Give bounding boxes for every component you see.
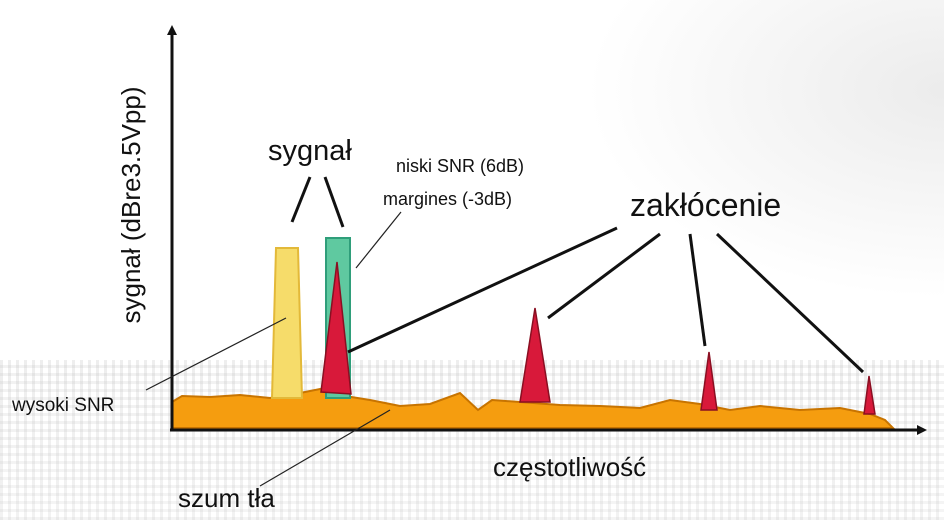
signal-leader-left bbox=[290, 176, 312, 223]
signal-leader-right bbox=[323, 176, 345, 228]
y-axis-label: sygnał (dBre3.5Vpp) bbox=[116, 86, 146, 323]
high-snr-leader bbox=[145, 317, 287, 391]
interference-leader-2 bbox=[547, 232, 661, 320]
interference-leader-1 bbox=[347, 226, 618, 354]
interference-label: zakłócenie bbox=[630, 187, 781, 223]
noise-floor-label: szum tła bbox=[178, 483, 275, 513]
x-axis-label: częstotliwość bbox=[493, 452, 646, 482]
low-snr-leader bbox=[355, 211, 402, 269]
high-snr-label: wysoki SNR bbox=[11, 395, 114, 416]
noise-floor-leader bbox=[259, 409, 391, 487]
interference-leader-4 bbox=[715, 232, 865, 374]
background-pattern bbox=[0, 360, 944, 520]
high-snr-signal-bar bbox=[270, 247, 304, 399]
low-snr-label-line1: niski SNR (6dB) bbox=[396, 156, 524, 176]
interference-spike-3 bbox=[700, 351, 718, 411]
background-glow bbox=[584, 0, 944, 300]
interference-spike-2 bbox=[519, 307, 551, 403]
interference-leader-3 bbox=[688, 233, 707, 347]
interference-spike-1 bbox=[320, 261, 352, 395]
noise-floor-area bbox=[171, 386, 896, 429]
signal-label: sygnał bbox=[268, 135, 352, 167]
low-snr-label-line2: margines (-3dB) bbox=[383, 189, 512, 209]
interference-spike-4 bbox=[863, 375, 876, 415]
